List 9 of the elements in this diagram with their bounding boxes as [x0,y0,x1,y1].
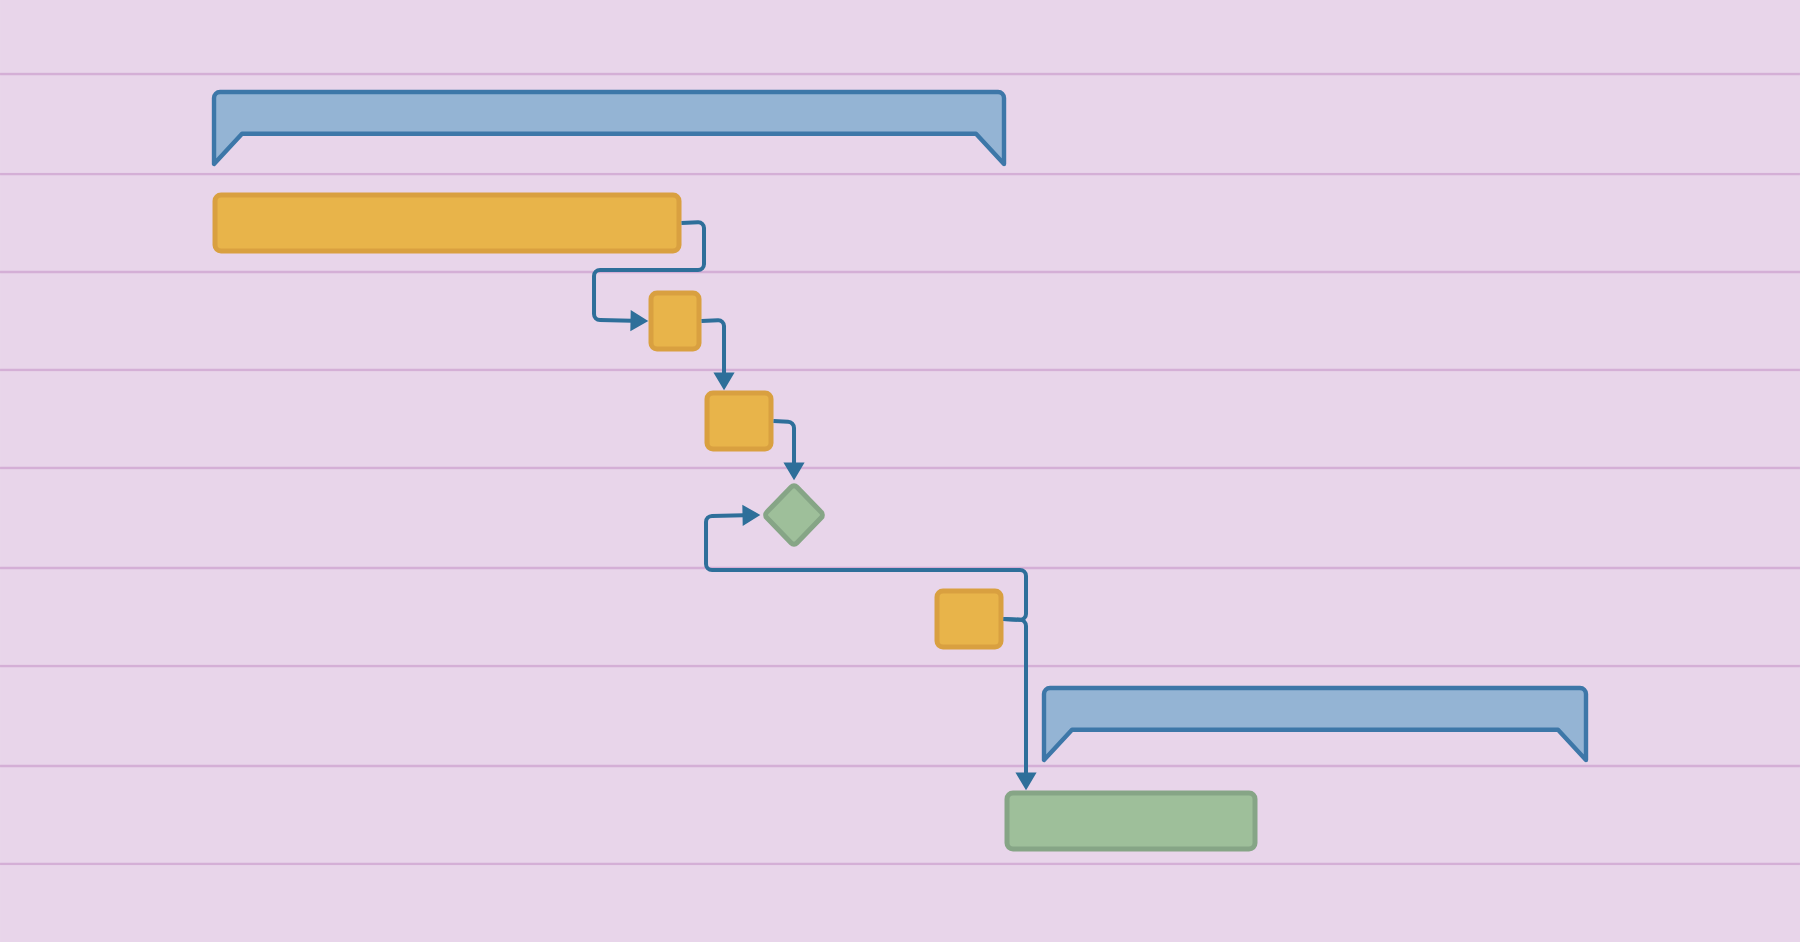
task-bar [648,290,702,352]
task-bar [212,192,682,254]
dependency-arrow [704,504,1028,622]
task-bar [1004,790,1258,852]
task-bar [934,588,1004,650]
milestone-diamond [763,483,825,547]
task-bar [704,390,774,452]
summary-bar [211,89,1007,167]
summary-bar [1041,685,1589,763]
